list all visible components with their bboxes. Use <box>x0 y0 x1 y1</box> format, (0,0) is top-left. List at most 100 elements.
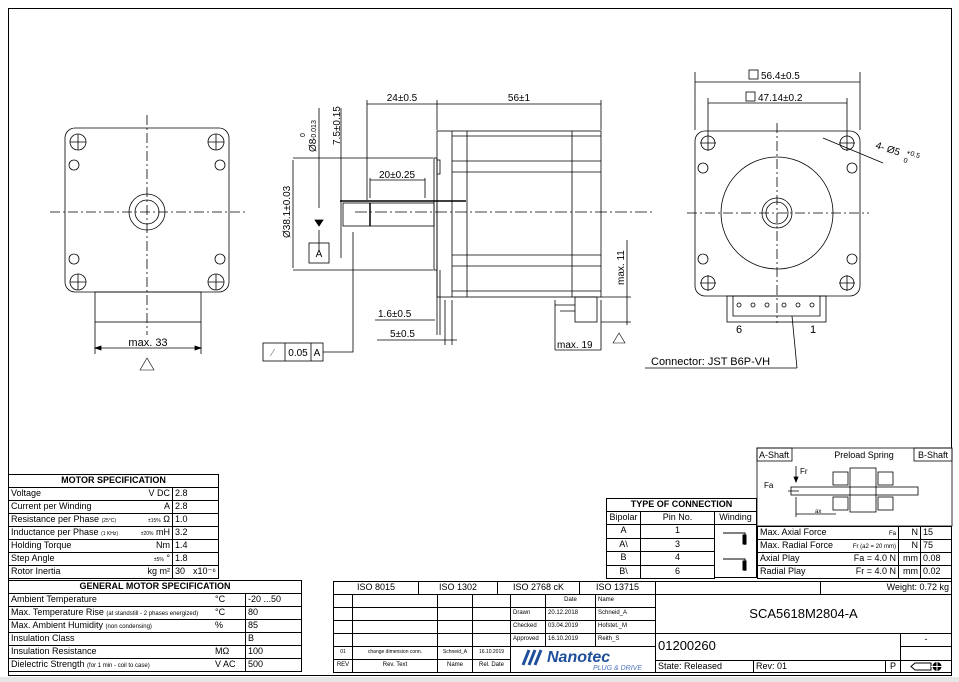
bottom-strip <box>0 677 959 682</box>
rev-name-header: Name <box>437 659 473 673</box>
general-spec-row-label: Insulation Resistance MΩ <box>8 645 246 659</box>
label: Voltage <box>11 488 42 498</box>
label: Resistance per Phase <box>11 514 100 524</box>
part-name: SCA5618M2804-A <box>655 594 952 634</box>
tolerance: ±5% <box>153 557 164 563</box>
dim-max-11: max. 11 <box>616 250 627 285</box>
tolerance-datum: A <box>314 348 321 359</box>
note: (non condensing) <box>105 624 152 630</box>
value: 2.8 <box>175 488 188 498</box>
empty-cell <box>900 646 952 661</box>
label: Current per Winding <box>11 501 92 511</box>
dim-shaft-tol-lower: -0.013 <box>311 120 318 140</box>
blank-cell <box>510 594 546 608</box>
iso-8015: ISO 8015 <box>333 581 419 595</box>
fr-label: Fr <box>800 467 808 476</box>
rear-view: max. 33 <box>50 115 245 371</box>
connector-label: Connector: JST B6P-VH <box>651 356 770 368</box>
warning-triangle-icon <box>612 332 626 344</box>
rev-header: REV <box>333 659 353 673</box>
label: Insulation Class <box>11 633 75 643</box>
revision-blank-cell <box>352 607 438 621</box>
dim-max-19: max. 19 <box>557 340 593 351</box>
motor-spec-row-label: Holding Torque Nm <box>8 539 173 553</box>
projection-symbol <box>900 660 952 673</box>
approval-role: Drawn <box>510 607 546 621</box>
rev-text-header: Rev. Text <box>352 659 438 673</box>
revision-number: 01 <box>333 646 353 660</box>
label: Rotor Inertia <box>11 566 61 576</box>
state: State: Released <box>655 660 754 673</box>
motor-spec-title: MOTOR SPECIFICATION <box>8 474 219 488</box>
general-spec-row-label: Dielectric Strength (for 1 min - coil to… <box>8 658 246 672</box>
revision-date: 16.10.2019 <box>472 646 511 660</box>
extra: x10⁻⁶ <box>193 566 216 576</box>
pin-6-label: 6 <box>736 324 742 336</box>
revision-blank-cell <box>333 594 353 608</box>
dim-5: 5±0.5 <box>390 329 415 340</box>
motor-spec-row-value: 1.8 <box>172 552 219 566</box>
label: Max. Ambient Humidity <box>11 620 104 630</box>
drawing-frame <box>8 8 952 676</box>
motor-spec-row-label: Current per Winding A <box>8 500 173 514</box>
unit: Nm <box>156 540 170 550</box>
dim-shaft-dia: Ø8 <box>308 138 319 152</box>
unit: Ω <box>163 514 170 524</box>
dim-56: 56±1 <box>508 93 531 104</box>
p-cell: P <box>885 660 901 673</box>
note: Fa = 4.0 N <box>853 553 896 563</box>
general-spec-row-value: 100 <box>245 645 302 659</box>
unit: MΩ <box>215 646 230 656</box>
connection-bipolar: B <box>606 551 641 566</box>
tolerance: ±15% <box>147 518 161 524</box>
general-spec-row-value: 500 <box>245 658 302 672</box>
unit: % <box>215 620 224 630</box>
header-winding: Winding <box>714 511 757 525</box>
revision-name: Schneid_A <box>437 646 473 660</box>
warning-triangle-icon <box>139 357 155 371</box>
dim-56-4: 56.4±0.5 <box>761 71 800 82</box>
dim-shaft-tol-upper: 0 <box>300 133 307 137</box>
label: Radial Play <box>760 566 806 576</box>
connection-bipolar: A <box>606 524 641 539</box>
front-view: 56.4±0.5 47.14±0.2 4- Ø5 +0.5 0 6 1 Conn… <box>645 69 921 369</box>
revision-blank-cell <box>437 594 473 608</box>
revision-blank-cell <box>472 620 511 634</box>
connection-bipolar: B\ <box>606 564 641 579</box>
logo-tagline: PLUG & DRIVE <box>593 665 642 672</box>
approval-name: Hofstet._M <box>595 620 656 634</box>
value: 30 <box>175 566 186 576</box>
label: Max. Radial Force <box>760 540 834 550</box>
revision-blank-cell <box>333 620 353 634</box>
connector-pins <box>736 302 815 308</box>
motor-spec-row-value: 2.8 <box>172 500 219 514</box>
dash-cell: - <box>900 633 952 647</box>
connection-pin: 1 <box>640 524 715 539</box>
note: Fr = 4.0 N <box>855 566 896 576</box>
b-shaft-label: B-Shaft <box>918 450 949 460</box>
unit: V AC <box>215 659 236 669</box>
motor-spec-row-value: 1.4 <box>172 539 219 553</box>
motor-spec-row-label: Resistance per Phase (25°C)±15% Ω <box>8 513 173 527</box>
shaft-spec-unit: N <box>898 539 921 553</box>
iso-2768: ISO 2768 cK <box>497 581 580 595</box>
projection-icon <box>910 661 943 672</box>
datum-a: A <box>316 249 323 260</box>
approval-name: Schneid_A <box>595 607 656 621</box>
unit: V DC <box>148 488 170 498</box>
runout-icon: ⁄ <box>269 348 275 359</box>
approval-date: 20.12.2018 <box>545 607 596 621</box>
motor-spec-row-label: Step Angle ±5% ° <box>8 552 173 566</box>
revision-blank-cell <box>437 620 473 634</box>
general-spec-row-label: Max. Ambient Humidity (non condensing)% <box>8 619 246 633</box>
revision-blank-cell <box>472 633 511 647</box>
note: (at standstill - 2 phases energized) <box>106 611 199 617</box>
winding-icon <box>723 532 747 571</box>
label: Insulation Resistance <box>11 646 97 656</box>
revision-blank-cell <box>333 633 353 647</box>
label: Dielectric Strength <box>11 659 85 669</box>
label: Ambient Temperature <box>11 594 97 604</box>
rel-date-header: Rel. Date <box>472 659 511 673</box>
revision-blank-cell <box>472 594 511 608</box>
